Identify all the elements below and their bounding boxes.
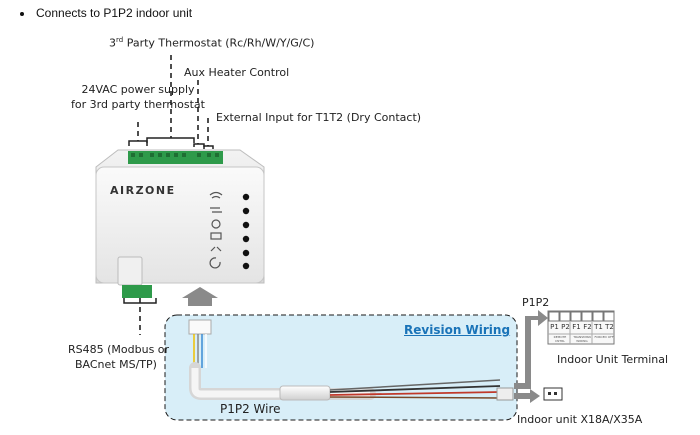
- rs485-line1: RS485 (Modbus or: [68, 343, 170, 356]
- indoor-unit-icon: [543, 387, 563, 401]
- terminal-pin: F2: [583, 323, 592, 331]
- leader-lines: [137, 55, 209, 335]
- thermostat-label-pre: 3: [109, 36, 116, 50]
- bullet-text: Connects to P1P2 indoor unit: [36, 6, 193, 20]
- thermostat-label-post: Party Thermostat (Rc/Rh/W/Y/G/C): [123, 36, 315, 50]
- airzone-logo: AIRZONE: [110, 184, 176, 197]
- terminal-groups: REMOTE CNTRL TRANSMISN WIRING FORCED OFF: [549, 335, 615, 343]
- terminal-group: REMOTE CNTRL: [553, 335, 567, 343]
- indoor-unit-label: Indoor unit X18A/X35A: [517, 413, 643, 426]
- power-connector: [128, 151, 147, 164]
- external-input-connector: [204, 151, 223, 164]
- p1p2-cable: [188, 319, 514, 401]
- power-supply-label: 24VAC power supply for 3rd party thermos…: [54, 82, 222, 112]
- bullet-header: Connects to P1P2 indoor unit: [20, 6, 192, 20]
- terminal-group: FORCED OFF: [594, 335, 614, 339]
- thermostat-label: 3rd Party Thermostat (Rc/Rh/W/Y/G/C): [109, 36, 314, 50]
- indoor-terminal-label: Indoor Unit Terminal: [557, 353, 669, 366]
- rs485-port: [117, 256, 143, 286]
- terminal-pin: P1: [550, 323, 559, 331]
- status-leds: [242, 193, 250, 270]
- p1p2-routing-arrow: [514, 310, 548, 389]
- indoor-unit-terminal-block: [547, 310, 615, 345]
- airzone-device: [95, 149, 265, 298]
- rs485-line2: BACnet MS/TP): [75, 358, 157, 371]
- p1p2-wire-label: P1P2 Wire: [220, 402, 281, 416]
- revision-wiring-title: Revision Wiring: [404, 323, 511, 337]
- terminal-pin: T2: [605, 323, 614, 331]
- external-input-label: External Input for T1T2 (Dry Contact): [216, 111, 422, 124]
- terminal-pin: T1: [594, 323, 603, 331]
- power-supply-line2: for 3rd party thermostat: [71, 98, 205, 111]
- status-icons: [209, 191, 223, 269]
- p1p2-label: P1P2: [522, 296, 550, 309]
- terminal-pins: P1 P2 F1 F2 T1 T2: [549, 323, 615, 331]
- power-supply-line1: 24VAC power supply: [81, 83, 195, 96]
- brackets: [123, 137, 214, 304]
- rs485-label: RS485 (Modbus or BACnet MS/TP): [68, 342, 169, 372]
- rs485-connector: [122, 285, 152, 298]
- aux-heater-label: Aux Heater Control: [184, 66, 290, 79]
- up-arrow-icon: [182, 287, 218, 306]
- thermostat-label-sup: rd: [116, 36, 124, 44]
- thermostat-connector: [147, 151, 194, 164]
- terminal-group: TRANSMISN WIRING: [573, 335, 591, 343]
- indoor-unit-arrow: [514, 389, 540, 403]
- aux-heater-connector: [194, 151, 204, 164]
- terminal-pin: F1: [572, 323, 581, 331]
- bullet-dot: [20, 11, 24, 16]
- terminal-pin: P2: [561, 323, 570, 331]
